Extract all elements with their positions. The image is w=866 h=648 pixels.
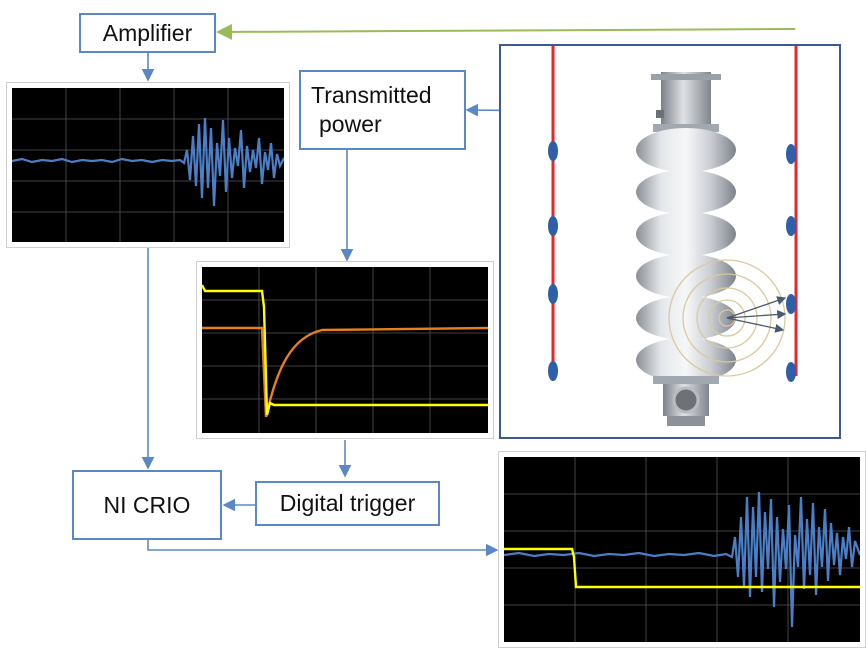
output-scope-screen	[504, 457, 860, 642]
superconducting-cavity-icon	[636, 72, 736, 426]
oscillating-superleak-transducer-icon	[548, 141, 796, 382]
output-scope	[498, 451, 866, 648]
ni-crio-box: NI CRIO	[72, 470, 222, 540]
transmitted-power-trace	[202, 326, 488, 418]
amplifier-scope-screen	[12, 88, 284, 242]
transmitted-power-scope	[196, 261, 494, 439]
cavity-panel	[499, 32, 841, 439]
amplifier-box: Amplifier	[79, 13, 216, 53]
transmitted-power-label-line2: power	[319, 111, 382, 137]
amplifier-trace	[12, 117, 284, 207]
ni-crio-label: NI CRIO	[103, 491, 191, 518]
digital-trigger-label: Digital trigger	[279, 490, 416, 517]
transmitted-power-box: Transmitted power	[299, 70, 466, 150]
digital-trigger-box: Digital trigger	[255, 481, 440, 526]
output-trigger-trace	[504, 547, 860, 589]
cavity-illustration	[548, 32, 798, 426]
crio-to-output-arrow	[147, 540, 499, 557]
transmitted-power-scope-screen	[202, 267, 488, 433]
transmitted-power-label-line1: Transmitted	[311, 82, 432, 109]
wave-direction-arrows	[726, 296, 787, 333]
amplifier-label: Amplifier	[102, 19, 193, 46]
amplifier-scope	[6, 82, 290, 248]
trigger-trace	[202, 284, 488, 416]
output-signal-trace	[504, 491, 860, 628]
feedback-arrow	[216, 23, 796, 40]
